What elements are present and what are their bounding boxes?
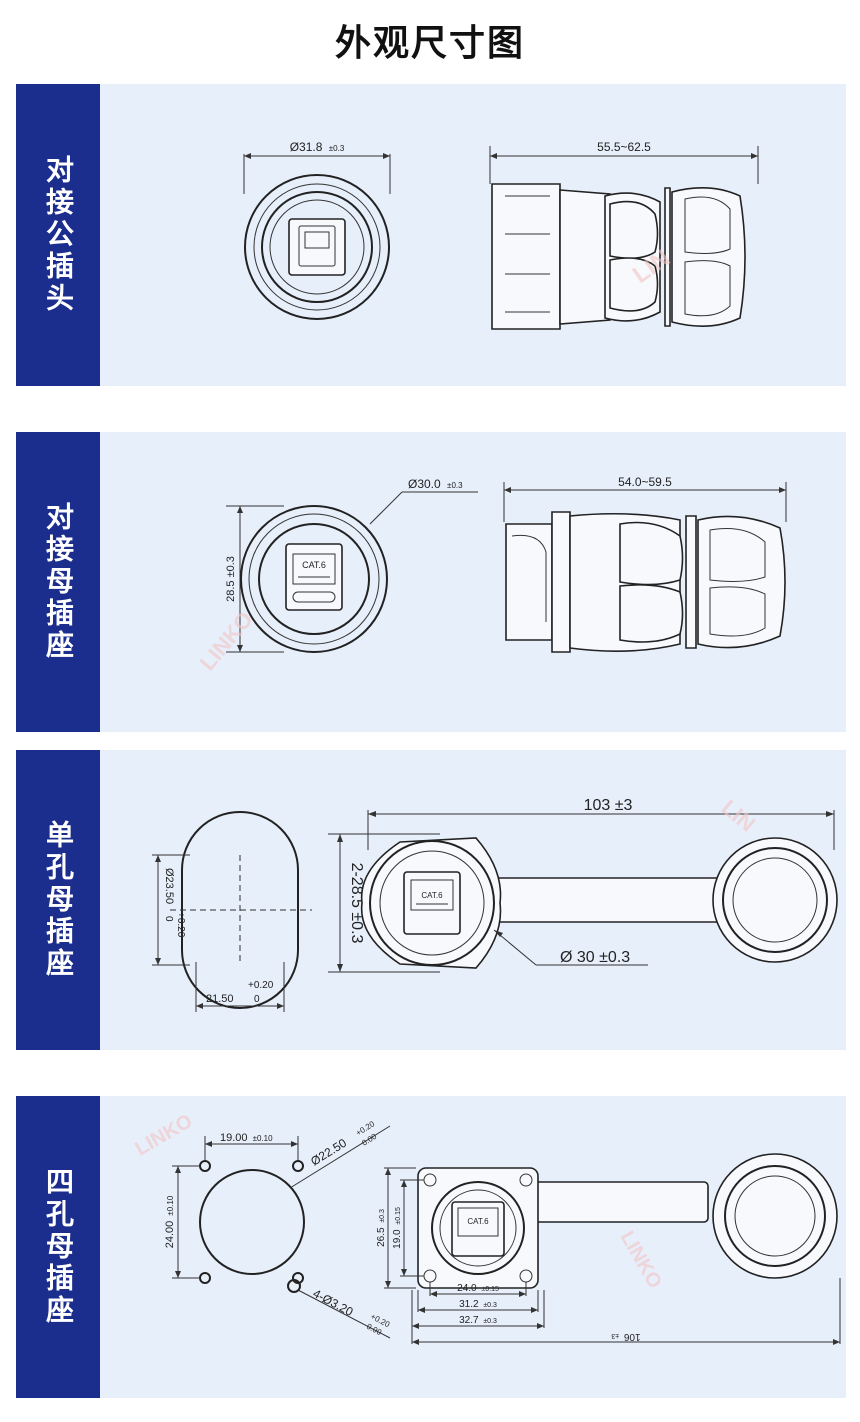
dim-body-dia: Ø 30 ±0.3: [560, 949, 630, 966]
jack-label: CAT.6: [467, 1217, 489, 1226]
dim-length: 54.0~59.5: [618, 475, 672, 489]
section-female-socket: 对接母插座 28.5 ±0.3 CAT.6 Ø30.0 ±0.3 LINKO: [16, 432, 846, 732]
svg-text:24.0 ±0.15: 24.0 ±0.15: [457, 1283, 499, 1294]
dim-height: 28.5 ±0.3: [225, 556, 237, 602]
female-socket-drawing: 28.5 ±0.3 CAT.6 Ø30.0 ±0.3 LINKO 54.0~59…: [195, 475, 787, 675]
section-label: 四孔母插座: [42, 1167, 75, 1327]
svg-text:LINKO: LINKO: [616, 1228, 666, 1293]
dim-length: 106: [623, 1331, 640, 1342]
dim-cut-dia-lower: 0: [163, 916, 174, 922]
section-sidebar: 对接母插座: [16, 432, 100, 732]
section-label: 对接公插头: [42, 155, 75, 315]
side-view: 55.5~62.5 LIN: [489, 140, 759, 330]
svg-text:Ø23.50: Ø23.50: [163, 868, 175, 904]
dim-flange-w2-tol: ±0.3: [483, 1302, 497, 1309]
svg-text:32.7 ±0.3: 32.7 ±0.3: [459, 1315, 497, 1326]
jack-label: CAT.6: [421, 891, 443, 900]
section-label: 单孔母插座: [42, 820, 75, 980]
dim-hole-span-y-tol: ±0.10: [166, 1195, 175, 1216]
svg-text:19.00 ±0.10: 19.00 ±0.10: [220, 1132, 273, 1144]
dim-length: 103 ±3: [584, 797, 633, 814]
panel-cutout: 19.00 ±0.10 24.00 ±0.10 Ø22.50 +0.20 0.0…: [132, 1110, 392, 1339]
dim-hole-span-x: 19.00: [220, 1132, 248, 1144]
dim-front-dia-tol: ±0.3: [447, 481, 463, 490]
dim-cut-flat-lower: 0: [254, 994, 260, 1005]
section-four-hole-socket: 四孔母插座 19.00 ±0.10 24.00 ±0.10: [16, 1096, 846, 1398]
dim-flange-w3: 32.7: [459, 1315, 479, 1326]
four-hole-drawing: 19.00 ±0.10 24.00 ±0.10 Ø22.50 +0.20 0.0…: [132, 1110, 841, 1345]
dim-cut-flat-upper: +0.20: [248, 980, 274, 991]
svg-text:Ø30.0 ±0.3: Ø30.0 ±0.3: [408, 477, 463, 491]
single-hole-drawing: Ø23.50 +0.20 0 21.50 +0.20 0 103 ±3: [152, 795, 838, 1012]
dim-hole-span-x-tol: ±0.10: [253, 1134, 274, 1143]
dim-flange-h1: 26.5: [376, 1227, 387, 1247]
dim-flange-w1-tol: ±0.15: [481, 1286, 499, 1293]
svg-text:19.0 ±0.15: 19.0 ±0.15: [392, 1207, 403, 1249]
dim-flange-w3-tol: ±0.3: [483, 1318, 497, 1325]
dim-flange-h2: 19.0: [392, 1229, 403, 1249]
svg-text:4-Ø3.20: 4-Ø3.20: [311, 1286, 356, 1319]
dim-flange-h1-tol: ±0.3: [379, 1209, 386, 1223]
svg-text:LIN: LIN: [717, 795, 760, 837]
panel-cutout: Ø23.50 +0.20 0 21.50 +0.20 0: [152, 811, 312, 1012]
side-view: 54.0~59.5: [503, 475, 787, 653]
dim-hole-dia: 4-Ø3.20: [311, 1286, 356, 1319]
front-view-with-cap: 103 ±3 2-28.5 ±0.3 CAT.6 Ø 30 ±0.3 LIN: [328, 795, 838, 973]
dim-front-dia: Ø30.0: [408, 477, 441, 491]
dim-cut-flat: 21.50: [206, 993, 234, 1005]
dim-cut-dia-upper: +0.20: [175, 912, 186, 938]
dim-flange-h2-tol: ±0.15: [395, 1207, 402, 1225]
svg-text:106 ±3: 106 ±3: [611, 1331, 640, 1342]
section-label: 对接母插座: [42, 502, 75, 662]
dim-flange-w1: 24.0: [457, 1283, 477, 1294]
dim-front-dia-tol: ±0.3: [329, 144, 345, 153]
dim-length-tol: ±3: [611, 1332, 619, 1339]
dim-front-dia: Ø31.8: [290, 140, 323, 154]
front-view: 28.5 ±0.3 CAT.6 Ø30.0 ±0.3 LINKO: [195, 477, 478, 675]
dim-height: 2-28.5 ±0.3: [348, 863, 365, 944]
svg-text:31.2 ±0.3: 31.2 ±0.3: [459, 1299, 497, 1310]
dim-cut-dia: Ø23.50: [163, 868, 175, 904]
page-title: 外观尺寸图: [334, 23, 525, 64]
section-male-plug: 对接公插头 Ø31.8 ±0.3: [16, 84, 846, 386]
section-sidebar: 单孔母插座: [16, 750, 100, 1050]
dim-length: 55.5~62.5: [597, 140, 651, 154]
svg-text:26.5 ±0.3: 26.5 ±0.3: [376, 1209, 387, 1247]
jack-label: CAT.6: [302, 560, 326, 570]
front-view: Ø31.8 ±0.3: [243, 140, 391, 320]
front-view-with-cap: CAT.6 26.5 ±0.3 19.0 ±0.15: [376, 1153, 841, 1345]
section-sidebar: 对接公插头: [16, 84, 100, 386]
svg-text:LINKO: LINKO: [195, 607, 258, 676]
male-plug-drawing: Ø31.8 ±0.3 55.5~62.5: [243, 140, 759, 330]
svg-text:24.00 ±0.10: 24.00 ±0.10: [164, 1195, 176, 1248]
dim-flange-w2: 31.2: [459, 1299, 479, 1310]
dim-hole-span-y: 24.00: [164, 1221, 176, 1249]
svg-text:Ø31.8 ±0.3: Ø31.8 ±0.3: [290, 140, 345, 154]
svg-text:LINKO: LINKO: [132, 1110, 197, 1160]
section-single-hole-socket: 单孔母插座 Ø23.50 +0.20 0 21.50 +0.20 0: [16, 750, 846, 1050]
section-sidebar: 四孔母插座: [16, 1096, 100, 1398]
